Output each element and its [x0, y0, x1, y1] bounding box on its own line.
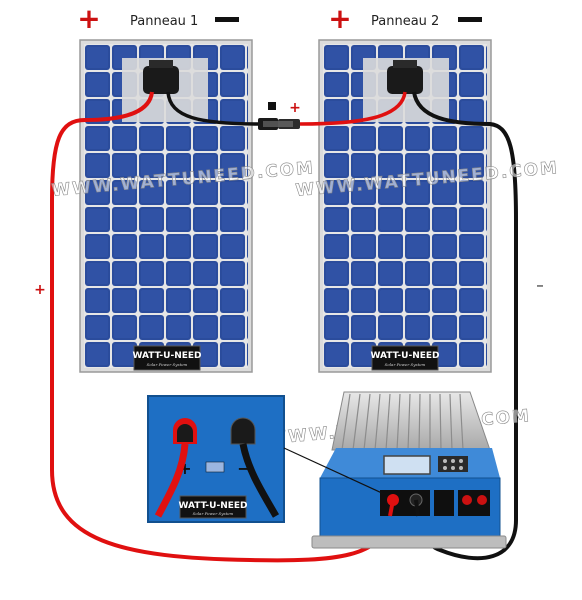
- inset-panel-icon: [205, 461, 225, 473]
- svg-text:Solar Power System: Solar Power System: [385, 362, 426, 367]
- svg-text:Solar Power System: Solar Power System: [147, 362, 188, 367]
- watt-u-need-badge-2: WATT-U-NEED Solar Power System: [370, 345, 440, 371]
- svg-text:WATT-U-NEED: WATT-U-NEED: [132, 351, 201, 361]
- lcd-display: [383, 455, 431, 475]
- negative-wire-label: –: [536, 276, 544, 294]
- panel-2-plus-sign: +: [328, 2, 351, 35]
- terminal-detail-inset: + − WATT-U-NEED Solar Power System: [147, 395, 285, 523]
- series-connection: +: [166, 91, 407, 130]
- junction-box: [387, 66, 423, 94]
- panel-2-label-group: + Panneau 2: [328, 2, 482, 35]
- solar-panel-1: WATT-U-NEED Solar Power System: [79, 39, 253, 373]
- zoom-leader-line: [283, 447, 385, 495]
- junction-box: [143, 66, 179, 94]
- panel-1-label-group: + Panneau 1: [77, 2, 239, 35]
- inset-negative-socket: [230, 417, 256, 445]
- charge-controller: [311, 391, 507, 549]
- panel-1-plus-sign: +: [77, 2, 100, 35]
- watt-u-need-badge-inset: WATT-U-NEED Solar Power System: [178, 495, 248, 519]
- series-plus-marker: +: [289, 100, 301, 116]
- panel-1-label: Panneau 1: [130, 14, 198, 29]
- svg-text:WATT-U-NEED: WATT-U-NEED: [370, 351, 439, 361]
- series-minus-marker: [268, 102, 276, 110]
- panel-2-minus-sign: [458, 17, 482, 22]
- svg-text:Solar Power System: Solar Power System: [193, 511, 234, 516]
- watt-u-need-badge-1: WATT-U-NEED Solar Power System: [132, 345, 202, 371]
- svg-text:WATT-U-NEED: WATT-U-NEED: [178, 501, 247, 511]
- solar-panel-2: WATT-U-NEED Solar Power System: [318, 39, 492, 373]
- panel-1-minus-sign: [215, 17, 239, 22]
- pv-terminals: [380, 490, 430, 516]
- panel-2-label: Panneau 2: [371, 14, 439, 29]
- positive-wire: [50, 91, 394, 563]
- positive-wire-label: +: [34, 282, 46, 298]
